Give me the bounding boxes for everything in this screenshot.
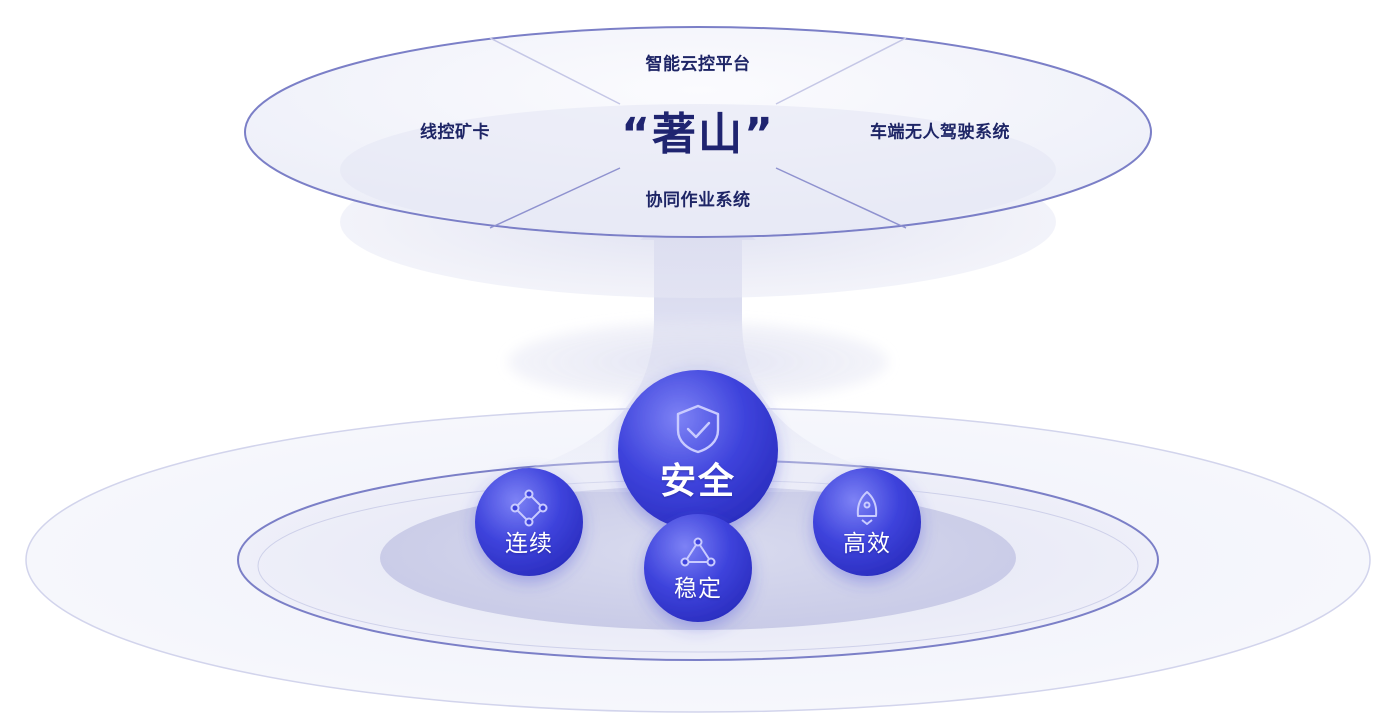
divider-se: [775, 167, 907, 229]
divider-nw: [489, 37, 621, 105]
sphere-main: [618, 370, 778, 530]
sphere-right: [813, 468, 921, 576]
triangle-nodes-icon: [680, 537, 716, 567]
top-platform: [244, 26, 1152, 238]
divider-ne: [775, 37, 907, 105]
shield-check-icon: [676, 404, 720, 454]
network-nodes-icon: [510, 489, 548, 527]
floating-disc: [508, 322, 888, 402]
top-platform-inner-shade: [340, 104, 1056, 236]
divider-sw: [489, 167, 621, 229]
rocket-icon: [856, 491, 878, 525]
sphere-bottom: [644, 514, 752, 622]
